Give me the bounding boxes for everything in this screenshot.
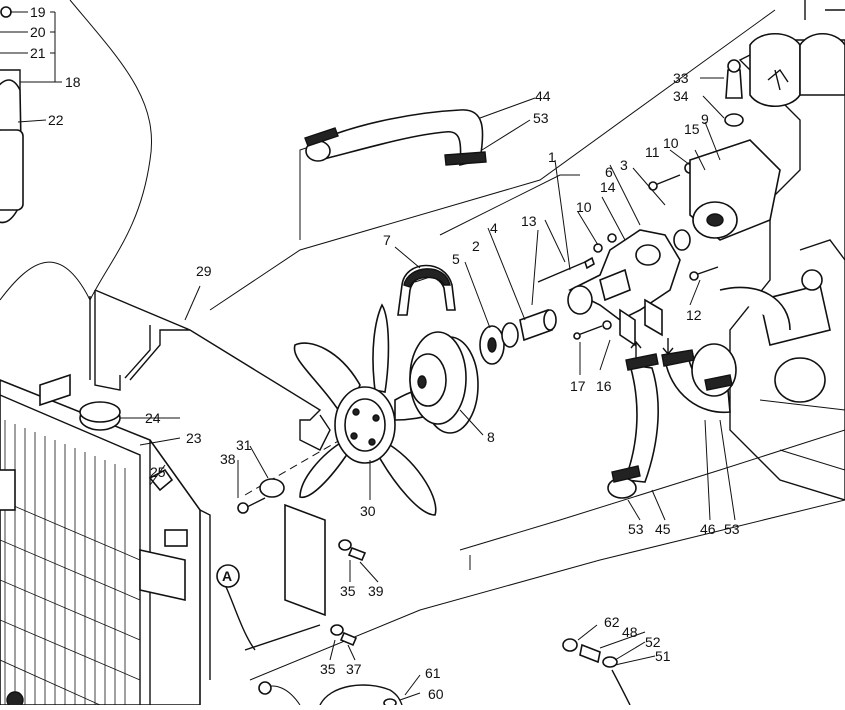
reference-marker-label: A (222, 568, 232, 584)
callout-38: 38 (220, 451, 236, 467)
callout-53-lower-left: 53 (628, 521, 644, 537)
bolts-lower (330, 539, 367, 647)
callout-37: 37 (346, 661, 362, 677)
shroud-gasket (89, 289, 331, 451)
callout-44: 44 (535, 88, 551, 104)
callout-1: 1 (548, 149, 556, 165)
engine-block (689, 0, 845, 501)
callout-30: 30 (360, 503, 376, 519)
callout-45: 45 (655, 521, 671, 537)
fittings (562, 638, 631, 706)
upper-hose (304, 97, 536, 167)
callout-25: 25 (150, 464, 166, 480)
sensor-parts (700, 59, 789, 127)
callout-33: 33 (673, 70, 689, 86)
callout-2: 2 (472, 238, 480, 254)
callout-22: 22 (48, 112, 64, 128)
callout-7: 7 (383, 232, 391, 248)
callout-51: 51 (655, 648, 671, 664)
callout-24: 24 (145, 410, 161, 426)
callout-35-lower: 35 (320, 661, 336, 677)
callout-5: 5 (452, 251, 460, 267)
callout-19: 19 (30, 4, 46, 20)
callout-21: 21 (30, 45, 46, 61)
cooling-fan (293, 303, 461, 516)
callout-4: 4 (490, 220, 498, 236)
callout-8: 8 (487, 429, 495, 445)
leader-lines (120, 121, 736, 701)
callout-34: 34 (673, 88, 689, 104)
callout-62: 62 (604, 614, 620, 630)
callout-31: 31 (236, 437, 252, 453)
shroud-bracket (219, 478, 326, 706)
callout-16: 16 (596, 378, 612, 394)
callout-9: 9 (701, 111, 709, 127)
callout-29: 29 (196, 263, 212, 279)
bottom-clamp (319, 684, 403, 708)
guide-lines (0, 0, 845, 681)
callout-14: 14 (600, 179, 616, 195)
v-belt (397, 264, 456, 316)
callout-60: 60 (428, 686, 444, 702)
callout-53-top: 53 (533, 110, 549, 126)
callout-17: 17 (570, 378, 586, 394)
callout-10-left: 10 (576, 199, 592, 215)
callout-11: 11 (645, 144, 660, 160)
lower-hoses (607, 338, 737, 499)
callout-52: 52 (645, 634, 661, 650)
callout-39: 39 (368, 583, 384, 599)
callout-12: 12 (686, 307, 702, 323)
callout-46: 46 (700, 521, 716, 537)
callout-48: 48 (622, 624, 638, 640)
reference-marker-a: A (216, 564, 240, 588)
callout-53-lower-right: 53 (724, 521, 740, 537)
callout-10-right: 10 (663, 135, 679, 151)
callout-61: 61 (425, 665, 441, 681)
fan-pulley (409, 331, 479, 434)
pump-shaft-parts (479, 308, 557, 365)
callout-13: 13 (521, 213, 537, 229)
callout-3: 3 (620, 157, 628, 173)
filter-assembly (0, 6, 62, 224)
callout-18: 18 (65, 74, 81, 90)
callout-6: 6 (605, 164, 613, 180)
callout-35-upper: 35 (340, 583, 356, 599)
callout-20: 20 (30, 24, 46, 40)
radiator (0, 373, 211, 709)
callout-labels: 19 20 21 18 22 44 53 1 10 14 6 3 11 10 1… (30, 4, 740, 702)
callout-23: 23 (186, 430, 202, 446)
callout-15: 15 (684, 121, 700, 137)
water-pump (537, 229, 691, 347)
